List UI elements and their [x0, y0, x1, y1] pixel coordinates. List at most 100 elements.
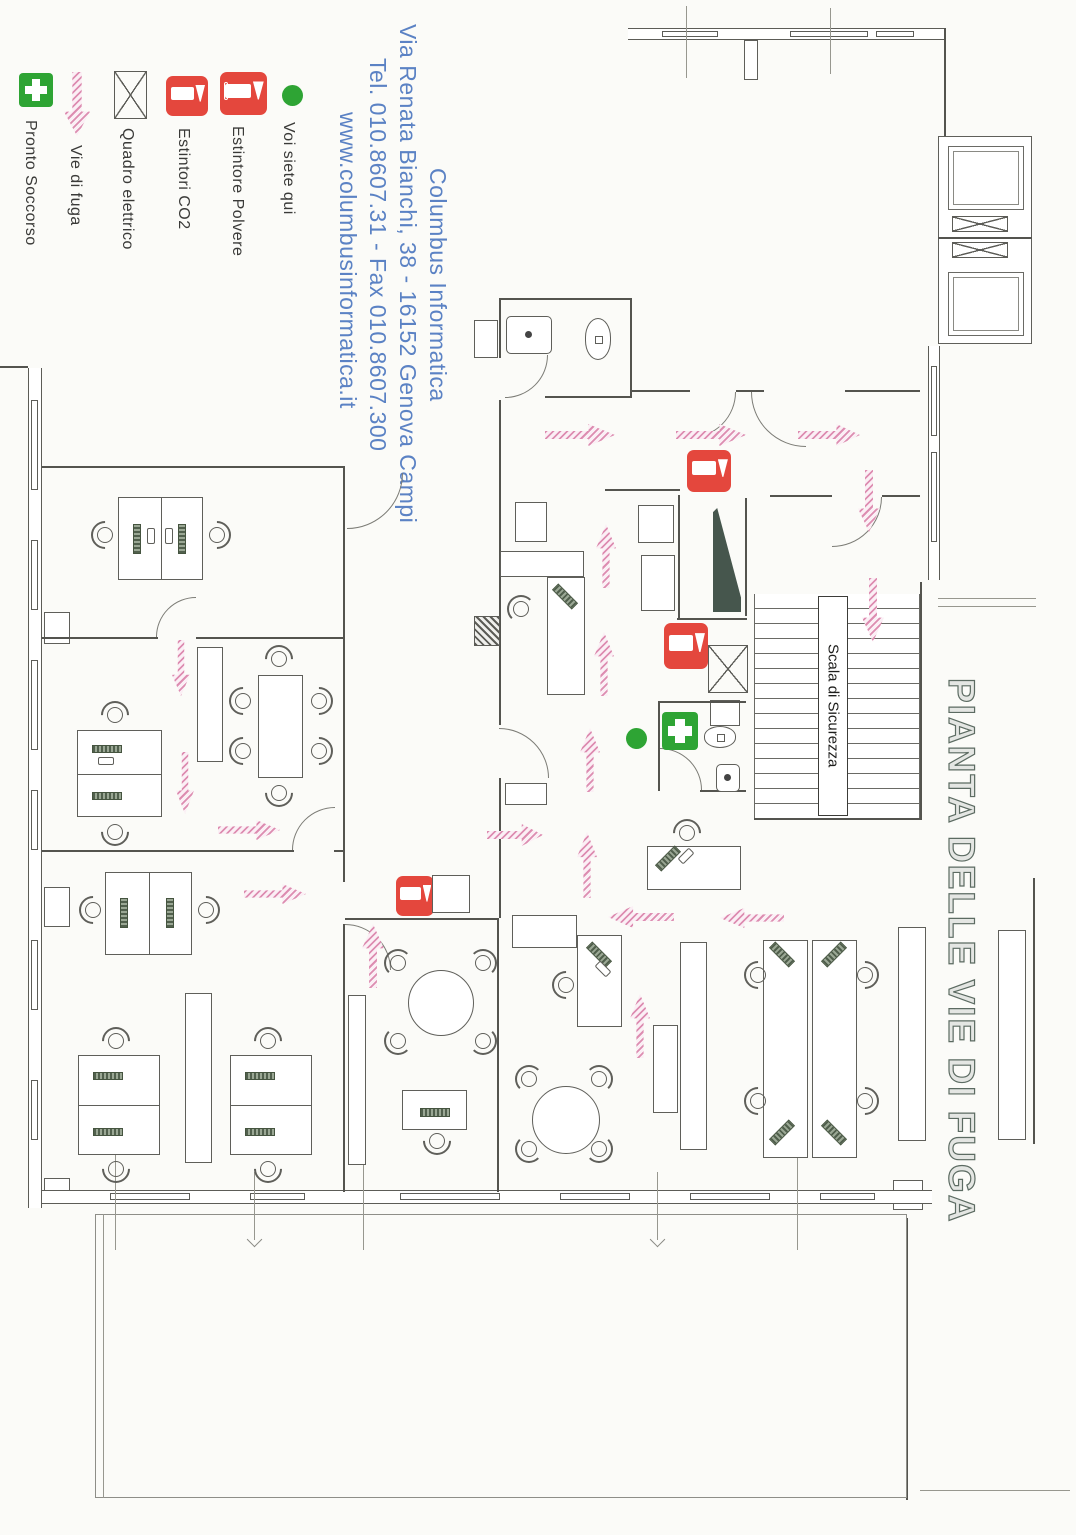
chair	[306, 688, 332, 714]
window-frame	[876, 31, 914, 37]
chair	[380, 1023, 417, 1060]
legend: Voi siete qui Estintore Polvere Estintor…	[0, 0, 330, 340]
chair	[266, 780, 292, 806]
bench-desk	[812, 940, 857, 1158]
you-are-here-dot	[626, 728, 647, 749]
desk-pair	[118, 497, 203, 580]
hatched-wall	[474, 616, 500, 646]
escape-arrow-up	[577, 832, 597, 898]
wall	[343, 466, 345, 638]
wall	[944, 28, 946, 138]
window-frame	[820, 1193, 875, 1200]
cabinet	[898, 927, 926, 1141]
wall-closet	[44, 612, 70, 644]
legend-label-vie-di-fuga: Vie di fuga	[67, 145, 84, 226]
window-frame	[250, 1193, 305, 1200]
chair	[193, 897, 219, 923]
wall	[499, 778, 501, 852]
legend-label-estintori-co2: Estintori CO2	[175, 128, 192, 230]
legend-label-quadro-elettrico: Quadro elettrico	[119, 128, 136, 250]
chair	[80, 897, 106, 923]
desk-pair	[78, 1055, 160, 1155]
keyboard	[420, 1108, 450, 1117]
wall	[42, 466, 344, 468]
chair	[230, 738, 256, 764]
chair	[852, 1088, 878, 1114]
keyboard	[120, 898, 128, 928]
escape-arrow-right	[244, 884, 306, 904]
wall	[920, 582, 922, 818]
grid-line	[363, 1155, 364, 1250]
cabinet	[641, 555, 675, 611]
window-frame	[931, 366, 937, 436]
first-aid-icon	[662, 712, 698, 750]
radiator	[505, 783, 547, 805]
door-arc	[347, 473, 403, 529]
wall	[882, 495, 920, 497]
electrical-panel-icon	[114, 71, 147, 119]
cabinet	[348, 995, 366, 1165]
wall	[42, 637, 158, 639]
mouse	[147, 528, 155, 544]
cabinet	[653, 1025, 678, 1113]
page-title: PIANTA DELLE VIE DI FUGA	[940, 677, 982, 1224]
chair	[745, 962, 771, 988]
keyboard	[245, 1072, 275, 1080]
cabinet	[515, 502, 547, 542]
chair	[745, 1088, 771, 1114]
wall	[42, 850, 294, 852]
window-frame	[110, 1193, 190, 1200]
chair	[266, 646, 292, 672]
wall-closet	[44, 887, 70, 927]
toilet	[704, 726, 736, 748]
wall	[677, 618, 747, 620]
escape-arrow-down	[172, 640, 190, 696]
meeting-table	[258, 675, 303, 778]
powder-extinguisher-icon	[396, 876, 434, 916]
chair	[255, 1028, 281, 1054]
chair	[102, 819, 128, 845]
landing-line	[938, 598, 1036, 599]
grid-line	[830, 8, 831, 74]
company-website: www.columbusinformatica.it	[335, 112, 361, 409]
window-frame	[31, 1080, 38, 1140]
escape-arrow-left	[608, 906, 674, 928]
co2-extinguisher-icon	[166, 76, 208, 116]
window-frame	[31, 400, 38, 490]
mouse	[165, 528, 173, 544]
window-frame	[31, 540, 38, 610]
keyboard	[133, 524, 141, 554]
wall	[630, 298, 632, 398]
escape-arrow-left	[720, 908, 784, 928]
first-aid-icon	[19, 73, 53, 107]
wall	[632, 390, 690, 392]
grid-line	[254, 1172, 255, 1240]
keyboard	[93, 1072, 123, 1080]
powder-extinguisher-icon	[687, 450, 731, 492]
escape-arrow-right	[798, 424, 860, 446]
wall	[754, 818, 922, 820]
company-phone-fax: Tel. 010.8607.31 - Fax 010.8607.300	[365, 58, 391, 452]
wall	[938, 237, 1032, 239]
stairs-label: Scala di Sicurezza	[824, 644, 842, 768]
grid-line	[686, 6, 687, 78]
elevator-car	[948, 146, 1024, 210]
wall	[845, 390, 920, 392]
elevator-door	[952, 242, 1008, 258]
window-frame	[31, 940, 38, 1010]
wall	[745, 498, 747, 616]
grid-line	[797, 1155, 798, 1250]
chair	[103, 1028, 129, 1054]
wall	[545, 396, 632, 398]
legend-label-pronto-soccorso: Pronto Soccorso	[22, 120, 39, 246]
keyboard	[166, 898, 174, 928]
escape-arrow-up	[630, 994, 650, 1058]
powder-extinguisher-icon	[220, 72, 267, 115]
cabinet	[197, 647, 223, 762]
escape-arrow-right	[487, 824, 543, 846]
green-dot-icon	[282, 85, 303, 106]
elevator-door	[952, 216, 1008, 232]
escape-arrow-right	[218, 820, 280, 840]
